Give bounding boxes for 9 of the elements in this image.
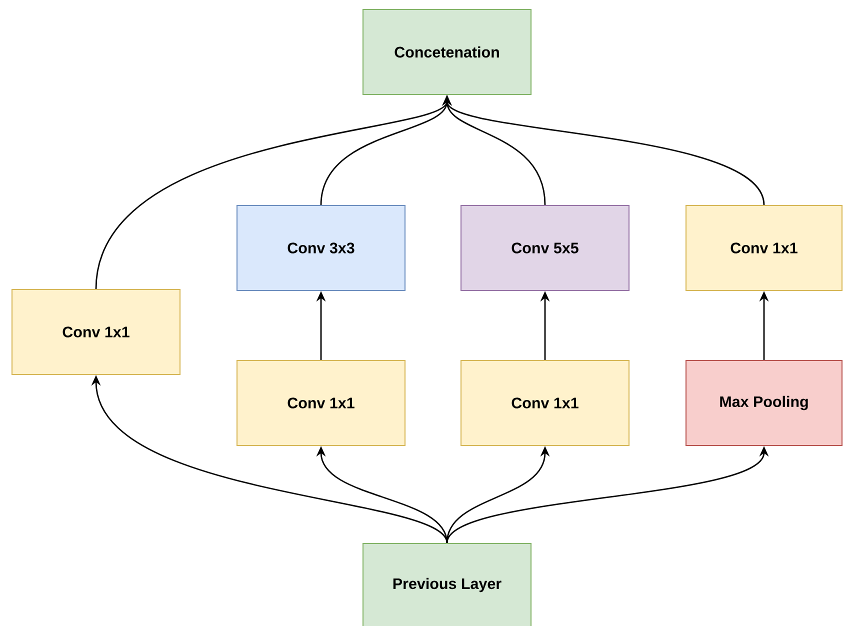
layer-box: Conv 1x1 xyxy=(11,288,181,376)
layer-box: Conv 3x3 xyxy=(236,204,406,292)
layer-box: Previous Layer xyxy=(362,542,532,626)
layer-box: Conv 5x5 xyxy=(460,204,630,292)
layer-box: Concetenation xyxy=(362,8,532,96)
layer-box: Conv 1x1 xyxy=(460,360,630,446)
layer-box: Conv 1x1 xyxy=(236,360,406,446)
layer-box: Max Pooling xyxy=(685,360,843,446)
layer-box: Conv 1x1 xyxy=(685,204,843,292)
